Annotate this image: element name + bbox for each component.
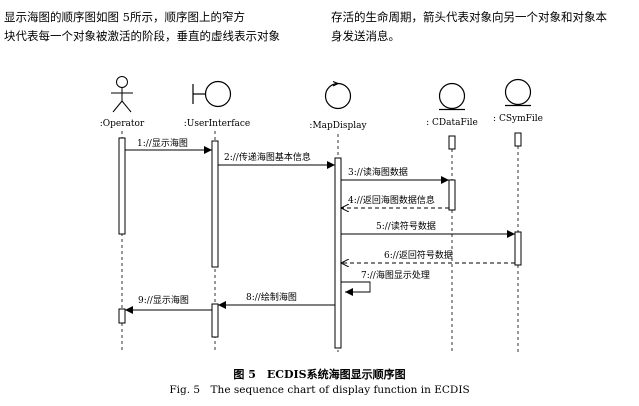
message-arrow-7 bbox=[341, 281, 371, 296]
activation-bar bbox=[211, 303, 219, 338]
paragraph-line: 显示海图的顺序图如图 5所示，顺序图上的窄方 bbox=[4, 10, 245, 24]
intro-paragraph-right: 存活的生命周期，箭头代表对象向另一个对象和对象本 身发送消息。 bbox=[331, 8, 636, 46]
message-label-3: 3://读海图数据 bbox=[348, 166, 408, 178]
activation-bar bbox=[514, 231, 522, 266]
entity-icon bbox=[438, 82, 466, 111]
activation-bar bbox=[118, 137, 126, 235]
activation-bar bbox=[211, 140, 219, 268]
activation-bar bbox=[514, 132, 522, 147]
control-icon bbox=[324, 80, 352, 110]
activation-bar bbox=[334, 157, 342, 349]
figure-caption-en: Fig. 5 The sequence chart of display fun… bbox=[169, 384, 470, 396]
activation-bar bbox=[118, 308, 126, 324]
boundary-icon bbox=[192, 80, 232, 108]
entity-icon bbox=[504, 78, 532, 107]
object-label-csymfile: : CSymFile bbox=[493, 114, 543, 124]
message-label-2: 2://传递海图基本信息 bbox=[224, 151, 311, 163]
message-label-8: 8://绘制海图 bbox=[246, 291, 297, 303]
activation-bar bbox=[448, 135, 456, 150]
message-label-6: 6://返回符号数据 bbox=[384, 249, 453, 261]
message-label-7: 7://海图显示处理 bbox=[361, 269, 430, 281]
object-label-cdatafile: : CDataFile bbox=[426, 118, 478, 128]
object-label-mapdisplay: :MapDisplay bbox=[309, 121, 367, 131]
message-label-5: 5://读符号数据 bbox=[376, 220, 436, 232]
paragraph-line: 存活的生命周期，箭头代表对象向另一个对象和对象本 bbox=[331, 10, 607, 24]
paragraph-line: 身发送消息。 bbox=[331, 29, 400, 43]
paragraph-line: 块代表每一个对象被激活的阶段，垂直的虚线表示对象 bbox=[4, 29, 280, 43]
message-label-1: 1://显示海图 bbox=[137, 137, 188, 149]
activation-bar bbox=[448, 179, 456, 211]
actor-icon bbox=[111, 76, 133, 113]
intro-paragraph-left: 显示海图的顺序图如图 5所示，顺序图上的窄方 块代表每一个对象被激活的阶段，垂直… bbox=[4, 8, 304, 46]
figure-caption-cn: 图 5 ECDIS系统海图显示顺序图 bbox=[233, 368, 406, 381]
message-label-4: 4://返回海图数据信息 bbox=[348, 194, 435, 206]
message-label-9: 9://显示海图 bbox=[138, 294, 189, 306]
object-label-userinterface: :UserInterface bbox=[184, 119, 251, 129]
object-label-operator: :Operator bbox=[100, 119, 145, 129]
